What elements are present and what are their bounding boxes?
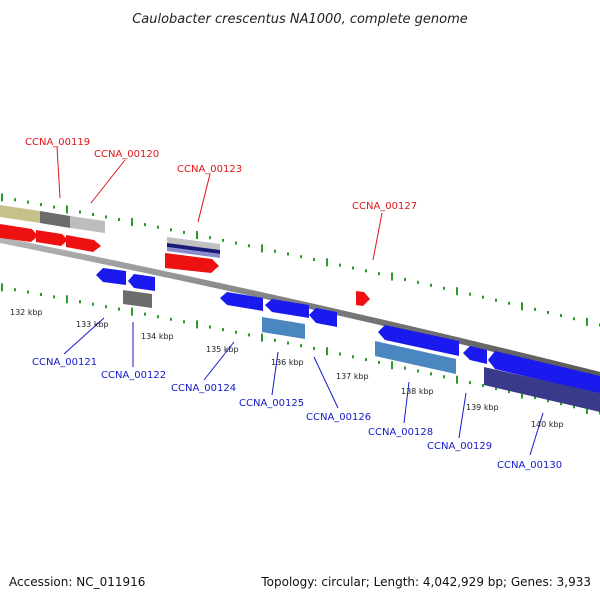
gene-forward[interactable] bbox=[356, 291, 370, 306]
gene-label-bottom[interactable]: CCNA_00124 bbox=[171, 383, 236, 394]
gene-reverse[interactable] bbox=[309, 308, 337, 327]
kbp-label: 132 kbp bbox=[10, 308, 43, 317]
gene-label-bottom[interactable]: CCNA_00122 bbox=[101, 370, 166, 381]
feature-steelblue[interactable] bbox=[375, 341, 456, 374]
feature-lightblue[interactable] bbox=[167, 247, 220, 258]
accession-text: Accession: NC_011916 bbox=[9, 575, 145, 589]
ruler-ticks bbox=[1, 193, 600, 415]
gene-label-top[interactable]: CCNA_00119 bbox=[25, 137, 90, 148]
feature-grey[interactable] bbox=[123, 290, 152, 308]
feature-grey[interactable] bbox=[40, 211, 70, 228]
kbp-label: 133 kbp bbox=[76, 320, 109, 329]
kbp-label: 134 kbp bbox=[141, 332, 174, 341]
gene-reverse[interactable] bbox=[265, 299, 309, 318]
gene-forward[interactable] bbox=[66, 235, 101, 252]
gene-label-bottom[interactable]: CCNA_00126 bbox=[306, 412, 371, 423]
kbp-label: 136 kbp bbox=[271, 358, 304, 367]
kbp-label: 140 kbp bbox=[531, 420, 564, 429]
gene-label-top[interactable]: CCNA_00120 bbox=[94, 149, 159, 160]
gene-forward[interactable] bbox=[165, 253, 219, 273]
feature-lightgrey[interactable] bbox=[70, 216, 105, 233]
gene-forward[interactable] bbox=[0, 224, 38, 242]
gene-reverse[interactable] bbox=[220, 292, 263, 311]
kbp-label: 135 kbp bbox=[206, 345, 239, 354]
feature-khaki[interactable] bbox=[0, 205, 40, 223]
gene-label-bottom[interactable]: CCNA_00128 bbox=[368, 427, 433, 438]
feature-darkblue[interactable] bbox=[167, 243, 220, 254]
gene-label-bottom[interactable]: CCNA_00129 bbox=[427, 441, 492, 452]
gene-reverse[interactable] bbox=[463, 346, 487, 364]
top-leader-lines bbox=[56, 146, 383, 261]
kbp-label: 139 kbp bbox=[466, 403, 499, 412]
gene-features bbox=[0, 205, 600, 412]
feature-steelblue[interactable] bbox=[262, 317, 305, 339]
gene-label-bottom[interactable]: CCNA_00125 bbox=[239, 398, 304, 409]
bottom-leader-lines bbox=[63, 317, 544, 456]
map-title: Caulobacter crescentus NA1000, complete … bbox=[132, 12, 468, 27]
gene-reverse[interactable] bbox=[378, 325, 459, 356]
gene-label-bottom[interactable]: CCNA_00130 bbox=[497, 460, 562, 471]
kbp-label: 137 kbp bbox=[336, 372, 369, 381]
feature-lightgrey[interactable] bbox=[167, 237, 220, 250]
gene-label-top[interactable]: CCNA_00127 bbox=[352, 201, 417, 212]
feature-slate[interactable] bbox=[484, 367, 600, 412]
gene-label-top[interactable]: CCNA_00123 bbox=[177, 164, 242, 175]
gene-reverse[interactable] bbox=[488, 351, 600, 394]
genome-summary-text: Topology: circular; Length: 4,042,929 bp… bbox=[260, 575, 591, 589]
gene-reverse[interactable] bbox=[128, 274, 155, 291]
gene-forward[interactable] bbox=[36, 230, 68, 246]
kbp-label: 138 kbp bbox=[401, 387, 434, 396]
gene-reverse[interactable] bbox=[96, 268, 126, 285]
gene-label-bottom[interactable]: CCNA_00121 bbox=[32, 357, 97, 368]
